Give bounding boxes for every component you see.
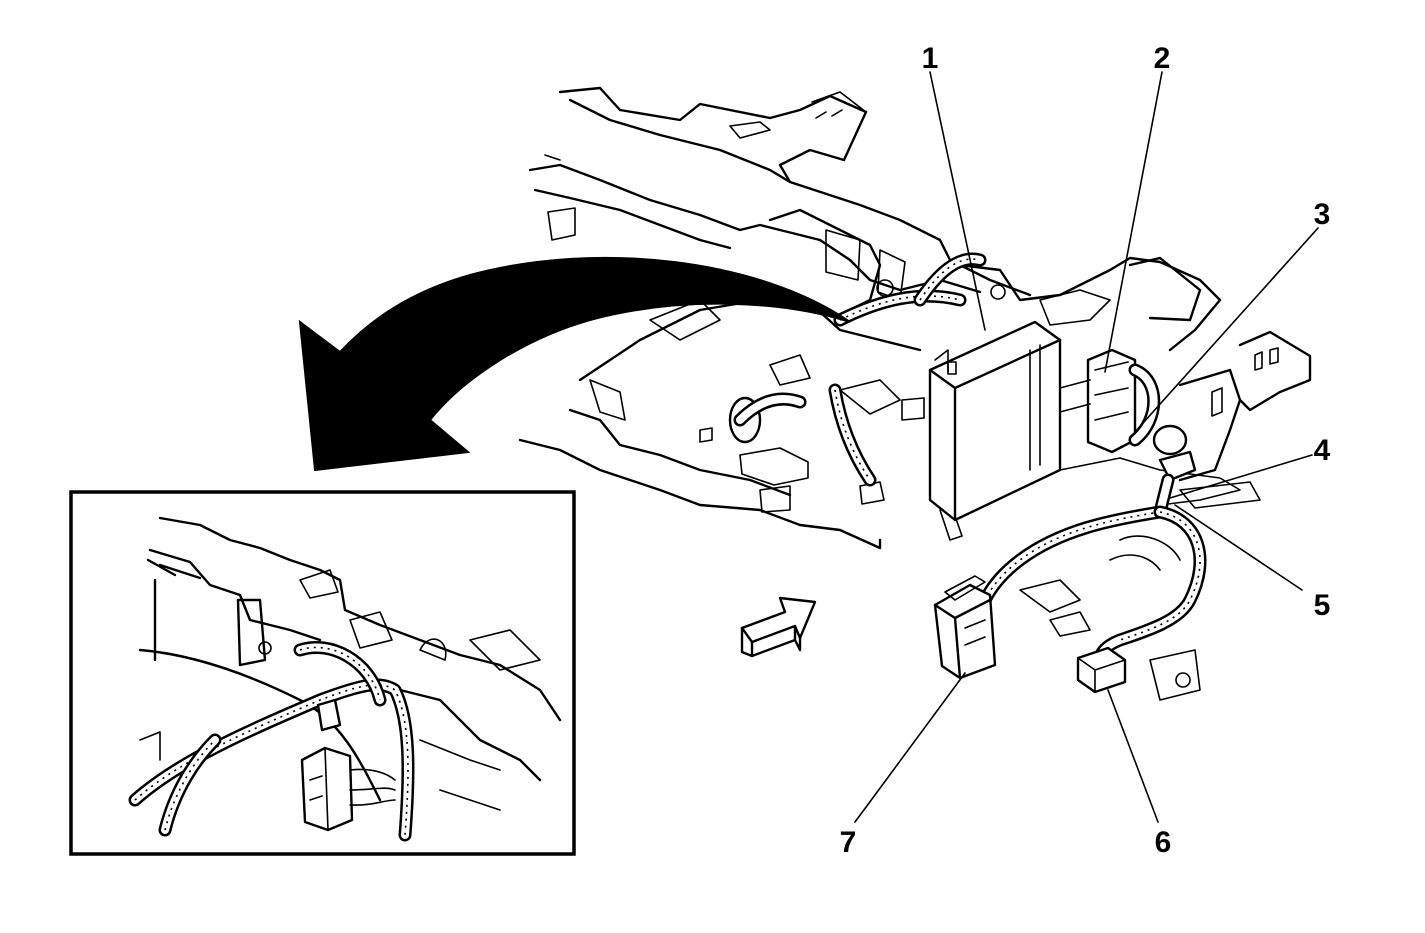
detail-inset — [69, 490, 576, 856]
view-direction-arrow-icon — [740, 596, 817, 658]
callout-leaders — [854, 71, 1319, 823]
control-module — [928, 320, 1062, 541]
callout-1: 1 — [922, 42, 939, 75]
instrument-panel-carrier — [518, 86, 1312, 550]
callout-5: 5 — [1314, 589, 1331, 622]
callout-2: 2 — [1154, 42, 1171, 75]
harness-connector-lower — [1076, 646, 1127, 694]
callout-7: 7 — [840, 826, 857, 859]
callout-labels: 1 2 3 4 5 6 7 — [840, 42, 1331, 859]
detail-curved-arrow-icon — [298, 256, 851, 472]
callout-3: 3 — [1314, 198, 1331, 231]
callout-4: 4 — [1314, 434, 1331, 467]
harness-connector-large — [933, 575, 997, 680]
module-connector — [1059, 348, 1161, 454]
callout-6: 6 — [1155, 826, 1172, 859]
main-panel-harness — [733, 252, 987, 487]
mounting-bracket — [1152, 424, 1197, 482]
